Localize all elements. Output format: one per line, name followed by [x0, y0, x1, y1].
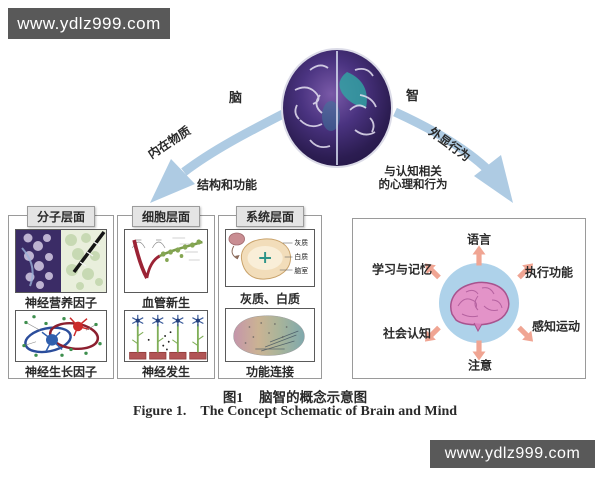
arrow-brain-to-mind	[393, 107, 513, 203]
image-caption: 神经营养因子	[24, 296, 97, 310]
galaxy-brain-image	[281, 48, 393, 168]
watermark-banner-bottom: www.ydlz999.com	[430, 440, 595, 468]
column-header: 细胞层面	[131, 206, 201, 227]
column-cellular-level: 细胞层面 血管新生	[117, 206, 215, 379]
figure-caption-zh-title: 脑智的概念示意图	[259, 390, 368, 405]
figure-caption-en: Figure 1. The Concept Schematic of Brain …	[0, 404, 595, 420]
mind-label-executive-function: 执行功能	[524, 265, 574, 280]
watermark-banner-top: www.ydlz999.com	[8, 8, 170, 39]
image-caption: 神经生长因子	[24, 365, 97, 379]
arrow-brain-to-levels	[150, 109, 286, 203]
pink-brain-image	[450, 281, 510, 332]
column-header: 分子层面	[26, 206, 96, 227]
image-caption: 功能连接	[245, 365, 294, 379]
annotation-white-matter: 白质	[294, 252, 308, 261]
mind-node-label: 智	[406, 88, 420, 103]
right-arrow-sublabel-line2: 的心理和行为	[378, 179, 448, 191]
image-caption: 血管新生	[141, 296, 190, 310]
mind-label-perception-motor: 感知运动	[531, 319, 581, 334]
neurogenesis-image	[124, 310, 208, 362]
image-caption: 灰质、白质	[239, 292, 300, 306]
neurotrophic-factor-image	[15, 229, 107, 293]
functional-connectivity-image	[225, 308, 315, 362]
mind-label-language: 语言	[466, 232, 492, 247]
top-diagram-graphic	[150, 48, 513, 203]
brain-node-label: 脑	[229, 90, 243, 105]
watermark-text: www.ydlz999.com	[17, 13, 161, 33]
figure-caption-en-label: Figure 1.	[132, 404, 187, 419]
mind-label-attention: 注意	[467, 358, 493, 373]
column-header: 系统层面	[235, 206, 305, 227]
gray-white-matter-image: 灰质 白质 脑室	[225, 229, 315, 287]
right-arrow-sublabel: 与认知相关 的心理和行为	[379, 166, 448, 192]
mind-functions-panel: 语言 执行功能 感知运动 注意 社会认知 学习与记忆	[352, 218, 586, 379]
right-arrow-sublabel-line1: 与认知相关	[384, 166, 442, 178]
annotation-ventricle: 脑室	[294, 266, 308, 275]
column-system-level: 系统层面 灰质 白质 脑室 灰质、白质	[218, 206, 322, 379]
angiogenesis-image	[124, 229, 208, 293]
nerve-growth-factor-image	[15, 310, 107, 362]
mind-label-social-cognition: 社会认知	[382, 326, 432, 341]
mind-label-learning-memory: 学习与记忆	[371, 262, 433, 277]
figure-caption-zh: 图1 脑智的概念示意图	[0, 386, 595, 406]
left-arrow-sublabel: 结构和功能	[196, 178, 258, 192]
image-caption: 神经发生	[141, 365, 190, 379]
watermark-text: www.ydlz999.com	[444, 445, 581, 462]
annotation-gray-matter: 灰质	[294, 238, 308, 247]
column-molecular-level: 分子层面	[8, 206, 114, 379]
figure-caption-zh-label: 图1	[222, 390, 244, 405]
figure-caption-en-title: The Concept Schematic of Brain and Mind	[200, 404, 458, 419]
